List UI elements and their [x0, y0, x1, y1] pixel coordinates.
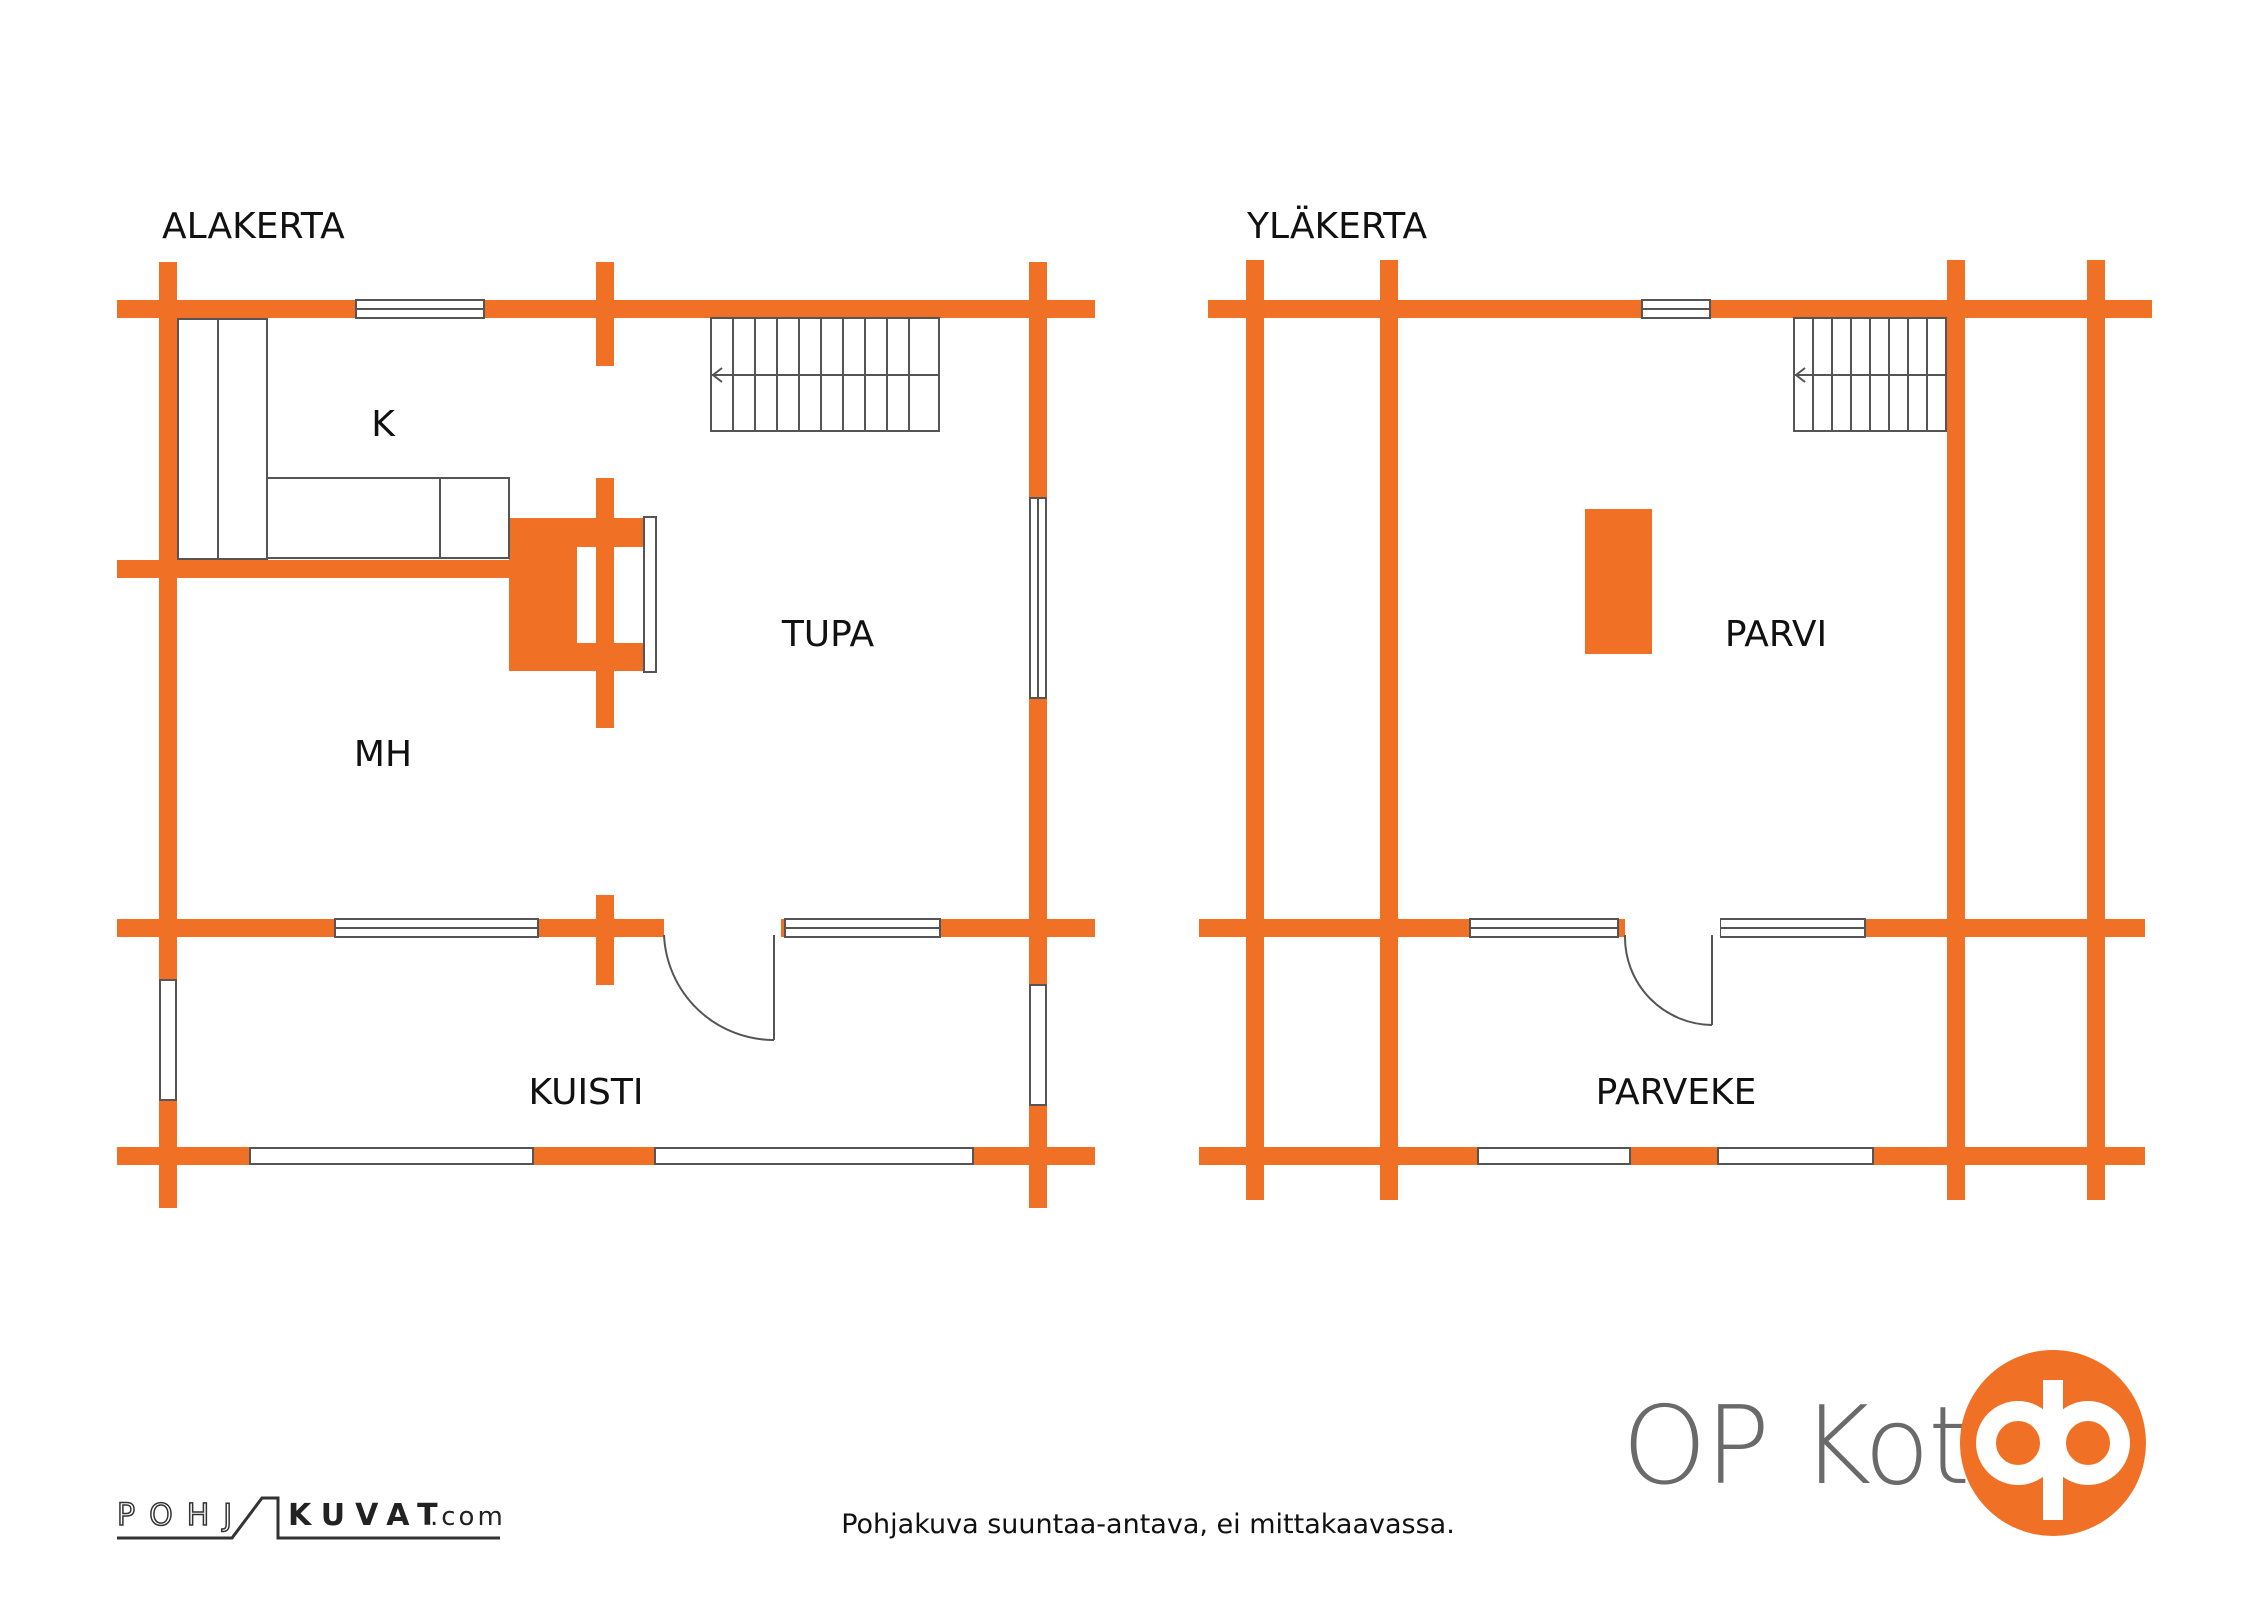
- logo-text-part2: KUVAT: [288, 1498, 448, 1533]
- lower-windows: [159, 299, 1047, 1165]
- logo-swoosh: [117, 1496, 500, 1540]
- kitchen-counter: [177, 318, 510, 560]
- brand-name: OP Koti: [1622, 1384, 1996, 1509]
- pohjakuvat-logo: POHJ KUVAT .com: [116, 1496, 506, 1540]
- room-label-living-room: TUPA: [781, 614, 875, 655]
- fireplace-hearth: [643, 516, 657, 673]
- lower-floor-plan: ALAKERTA K TUPA MH KUISTI: [117, 206, 1095, 1208]
- room-label-kitchen: K: [371, 404, 396, 445]
- lower-floor-title: ALAKERTA: [162, 206, 345, 247]
- lower-door: [663, 918, 781, 1042]
- room-label-bedroom: MH: [354, 734, 412, 775]
- logo-text-part1: POHJ: [117, 1498, 246, 1533]
- upper-door: [1623, 918, 1720, 1026]
- room-label-loft: PARVI: [1725, 614, 1827, 655]
- op-logo-icon: [1960, 1350, 2146, 1536]
- upper-windows: [1469, 299, 1874, 1165]
- room-label-porch: KUISTI: [528, 1072, 643, 1113]
- upper-walls: [1199, 260, 2152, 1200]
- upper-stairs: [1793, 317, 1947, 432]
- logo-text-part3: .com: [430, 1502, 506, 1532]
- upper-floor-plan: YLÄKERTA PARVI PARVEKE: [1199, 205, 2152, 1200]
- room-label-balcony: PARVEKE: [1596, 1072, 1757, 1113]
- upper-floor-title: YLÄKERTA: [1246, 205, 1427, 247]
- lower-stairs: [710, 317, 940, 432]
- disclaimer-text: Pohjakuva suuntaa-antava, ei mittakaavas…: [841, 1509, 1455, 1540]
